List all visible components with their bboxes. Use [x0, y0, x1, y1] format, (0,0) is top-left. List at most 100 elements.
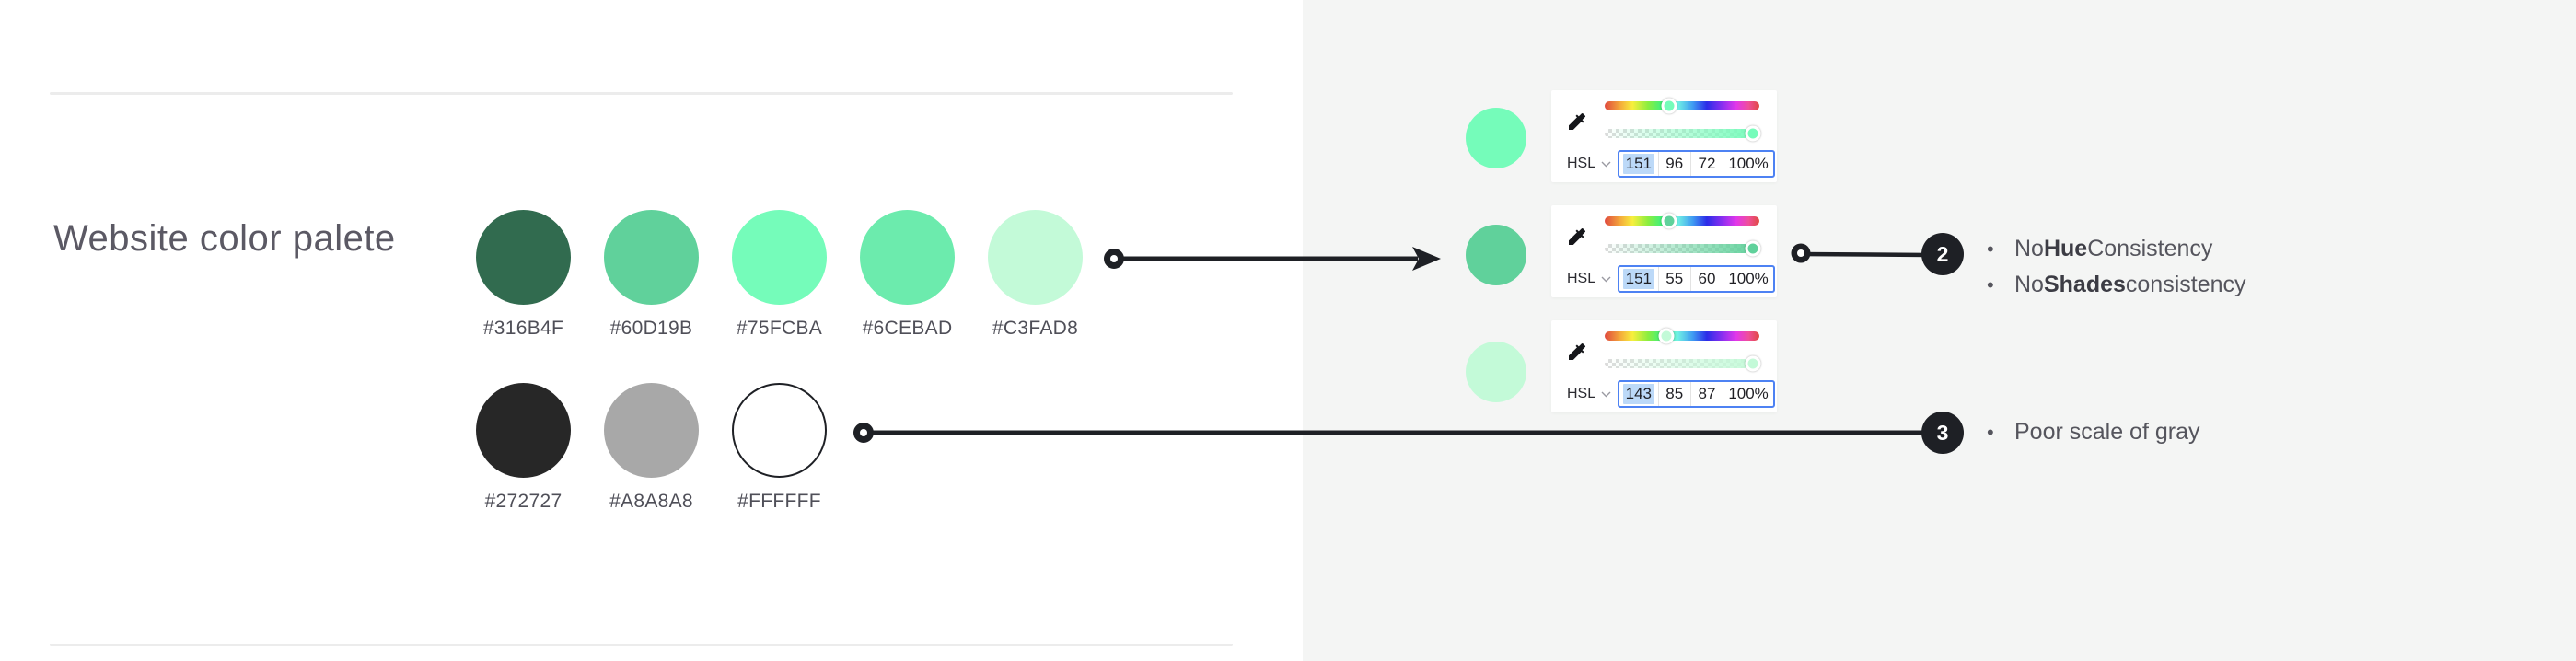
- note-text: Consistency: [2087, 236, 2213, 261]
- alpha-value-input[interactable]: 100%: [1723, 382, 1773, 406]
- alpha-gradient: [1605, 129, 1759, 138]
- annotation-notes-3: •Poor scale of gray: [1987, 414, 2200, 450]
- annotation-marker-3: 3: [1921, 412, 1964, 454]
- picked-color-preview: [1466, 225, 1526, 285]
- note-text: consistency: [2125, 272, 2246, 297]
- selected-value-text: 151: [1622, 269, 1655, 289]
- selected-value-text: 143: [1622, 384, 1655, 404]
- alpha-slider-handle[interactable]: [1745, 240, 1761, 257]
- hue-slider-handle[interactable]: [1658, 328, 1675, 344]
- note-text: No: [2014, 236, 2044, 261]
- annotation-note: • No Hue Consistency: [1987, 231, 2246, 267]
- divider-bottom: [50, 644, 1233, 646]
- palette-swatch: #272727: [476, 383, 571, 513]
- hue-value-input[interactable]: 151: [1619, 267, 1658, 291]
- color-circle: [604, 210, 699, 305]
- hue-slider[interactable]: [1605, 98, 1759, 114]
- eyedropper-button[interactable]: [1566, 110, 1588, 133]
- note-text: No: [2014, 272, 2044, 297]
- hue-value-input[interactable]: 143: [1619, 382, 1658, 406]
- alpha-slider[interactable]: [1605, 125, 1761, 142]
- annotation-number: 3: [1936, 420, 1949, 445]
- color-circle: [988, 210, 1083, 305]
- saturation-value-input[interactable]: 96: [1657, 152, 1690, 176]
- format-label: HSL: [1567, 271, 1596, 286]
- chevron-down-icon: [1601, 391, 1611, 397]
- divider-top: [50, 92, 1233, 95]
- format-label: HSL: [1567, 156, 1596, 171]
- alpha-value-input[interactable]: 100%: [1723, 152, 1773, 176]
- alpha-slider-handle[interactable]: [1745, 355, 1761, 372]
- eyedropper-icon: [1569, 112, 1586, 130]
- picked-color-preview: [1466, 108, 1526, 168]
- eyedropper-button[interactable]: [1566, 341, 1588, 363]
- annotation-number: 2: [1936, 241, 1949, 266]
- color-circle: [732, 210, 827, 305]
- color-circle: [476, 383, 571, 478]
- eyedropper-icon: [1569, 227, 1586, 245]
- alpha-gradient: [1605, 359, 1759, 368]
- inspection-panel-background: [1303, 0, 2576, 661]
- annotation-marker-2: 2: [1921, 233, 1964, 275]
- hue-slider-handle[interactable]: [1661, 98, 1677, 114]
- alpha-slider[interactable]: [1605, 355, 1761, 372]
- palette-row-greens: #316B4F #60D19B #75FCBA #6CEBAD #C3FAD8: [476, 210, 1083, 340]
- hex-code-label: #316B4F: [482, 318, 564, 339]
- lightness-value-input[interactable]: 60: [1689, 267, 1723, 291]
- palette-swatch: #6CEBAD: [860, 210, 955, 340]
- alpha-slider-handle[interactable]: [1745, 125, 1761, 142]
- chevron-down-icon: [1601, 161, 1611, 167]
- slider-area: [1605, 205, 1761, 297]
- annotation-note: •Poor scale of gray: [1987, 414, 2200, 450]
- color-circle: [732, 383, 827, 478]
- palette-row-grays: #272727 #A8A8A8 #FFFFFF: [476, 383, 827, 513]
- eyedropper-button[interactable]: [1566, 226, 1588, 248]
- color-format-dropdown[interactable]: HSL: [1567, 271, 1611, 287]
- hue-value-input[interactable]: 151: [1619, 152, 1658, 176]
- hex-code-label: #A8A8A8: [609, 491, 693, 512]
- annotation-note: • No Shades consistency: [1987, 267, 2246, 303]
- palette-swatch: #60D19B: [604, 210, 699, 340]
- hex-code-label: #60D19B: [609, 318, 693, 339]
- alpha-slider[interactable]: [1605, 240, 1761, 257]
- format-label: HSL: [1567, 386, 1596, 401]
- chevron-down-icon: [1601, 276, 1611, 282]
- palette-swatch: #FFFFFF: [732, 383, 827, 513]
- lightness-value-input[interactable]: 87: [1689, 382, 1723, 406]
- hex-code-label: #75FCBA: [736, 318, 823, 339]
- bullet-point: •: [1987, 421, 1994, 444]
- picked-color-preview: [1466, 342, 1526, 402]
- bullet-point: •: [1987, 273, 1994, 296]
- bullet-point: •: [1987, 238, 1994, 261]
- color-format-dropdown[interactable]: HSL: [1567, 156, 1611, 172]
- color-circle: [476, 210, 571, 305]
- saturation-value-input[interactable]: 85: [1657, 382, 1690, 406]
- color-format-dropdown[interactable]: HSL: [1567, 386, 1611, 402]
- lightness-value-input[interactable]: 72: [1689, 152, 1723, 176]
- hue-slider-handle[interactable]: [1661, 213, 1677, 229]
- page-title: Website color palete: [53, 218, 396, 259]
- palette-swatch: #C3FAD8: [988, 210, 1083, 340]
- slider-area: [1605, 90, 1761, 182]
- palette-swatch: #A8A8A8: [604, 383, 699, 513]
- selected-value-text: 151: [1622, 154, 1655, 174]
- note-text-bold: Hue: [2043, 236, 2088, 261]
- hue-slider[interactable]: [1605, 328, 1759, 344]
- hex-code-label: #C3FAD8: [992, 318, 1079, 339]
- hex-code-label: #FFFFFF: [737, 491, 821, 512]
- color-circle: [860, 210, 955, 305]
- alpha-value-input[interactable]: 100%: [1723, 267, 1773, 291]
- note-text-bold: Shades: [2043, 272, 2126, 297]
- saturation-value-input[interactable]: 55: [1657, 267, 1690, 291]
- slider-area: [1605, 320, 1761, 412]
- hue-slider[interactable]: [1605, 213, 1759, 229]
